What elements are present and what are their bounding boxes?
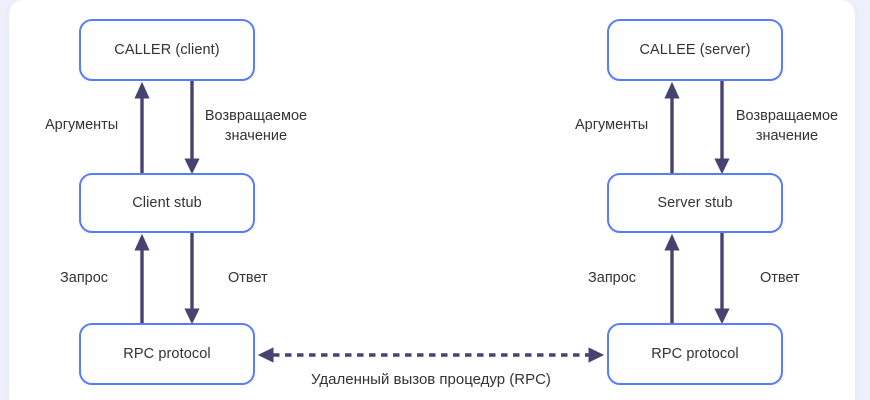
- client-response-label: Ответ: [228, 270, 268, 286]
- server-return-down-arrow: [714, 81, 730, 175]
- client-request-up-arrow: [134, 233, 150, 326]
- server-arguments-up-arrow: [664, 81, 680, 175]
- client-arguments-up-arrow: [134, 81, 150, 175]
- rpc-link-dashed-arrow: [257, 347, 605, 363]
- rpc-protocol-right-box: RPC protocol: [607, 323, 783, 385]
- server-stub-box-label: Server stub: [657, 195, 733, 211]
- client-request-label: Запрос: [60, 270, 109, 286]
- rpc-link-caption: Удаленный вызов процедур (RPC): [311, 371, 551, 388]
- callee-server-box: CALLEE (server): [607, 19, 783, 81]
- rpc-protocol-left-box-label: RPC protocol: [123, 346, 211, 362]
- server-stub-box: Server stub: [607, 173, 783, 233]
- server-arguments-label: Аргументы: [575, 117, 649, 133]
- client-stub-box-label: Client stub: [132, 195, 202, 211]
- server-return-value-label: Возвращаемое значение: [735, 108, 839, 144]
- client-return-value-label: Возвращаемое значение: [204, 108, 308, 144]
- client-stub-box: Client stub: [79, 173, 255, 233]
- server-response-down-arrow: [714, 233, 730, 325]
- server-response-label: Ответ: [760, 270, 800, 286]
- server-request-label: Запрос: [588, 270, 637, 286]
- rpc-protocol-right-box-label: RPC protocol: [651, 346, 739, 362]
- callee-server-box-label: CALLEE (server): [639, 42, 751, 58]
- client-arguments-label: Аргументы: [45, 117, 119, 133]
- caller-client-box-label: CALLER (client): [114, 42, 220, 58]
- caller-client-box: CALLER (client): [79, 19, 255, 81]
- client-response-down-arrow: [184, 233, 200, 325]
- server-request-up-arrow: [664, 233, 680, 326]
- client-return-down-arrow: [184, 81, 200, 175]
- rpc-protocol-left-box: RPC protocol: [79, 323, 255, 385]
